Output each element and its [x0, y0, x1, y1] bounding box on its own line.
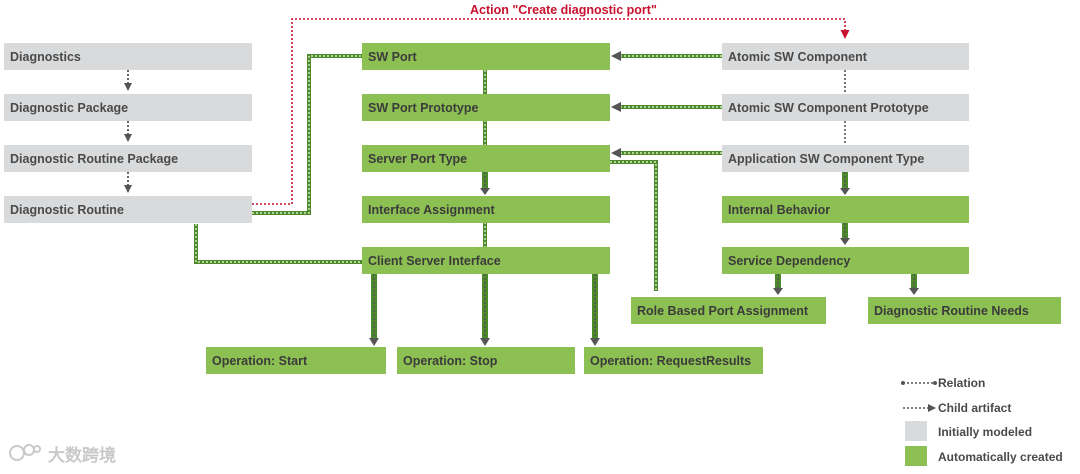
box-application-sw-component-type[interactable]: Application SW Component Type [722, 145, 969, 172]
legend-child-artifact-label: Child artifact [938, 401, 1012, 415]
legend-initially-modeled-swatch [905, 421, 927, 441]
box-interface-assignment[interactable]: Interface Assignment [362, 196, 610, 223]
legend-initially-modeled-label: Initially modeled [938, 425, 1033, 439]
box-server-port-type[interactable]: Server Port Type [362, 145, 610, 172]
green-child-arrows [369, 172, 919, 346]
box-diagnostic-routine-package[interactable]: Diagnostic Routine Package [4, 145, 252, 172]
action-connector [252, 18, 850, 205]
box-diagnostic-routine-needs[interactable]: Diagnostic Routine Needs [868, 297, 1061, 324]
box-diagnostics[interactable]: Diagnostics [4, 43, 252, 70]
box-service-dependency[interactable]: Service Dependency [722, 247, 969, 274]
action-label: Action "Create diagnostic port" [470, 3, 657, 17]
legend-relation-label: Relation [938, 376, 986, 390]
box-internal-behavior[interactable]: Internal Behavior [722, 196, 969, 223]
legend-lines [901, 381, 937, 412]
watermark: 大数跨境 [8, 440, 116, 466]
box-atomic-sw-component[interactable]: Atomic SW Component [722, 43, 969, 70]
box-role-based-port-assignment[interactable]: Role Based Port Assignment [631, 297, 826, 324]
box-diagnostic-routine[interactable]: Diagnostic Routine [4, 196, 252, 223]
legend-automatically-created-label: Automatically created [938, 450, 1063, 464]
box-operation-start[interactable]: Operation: Start [206, 347, 386, 374]
relation-lines [194, 54, 658, 291]
watermark-text: 大数跨境 [48, 445, 116, 465]
box-diagnostic-package[interactable]: Diagnostic Package [4, 94, 252, 121]
relation-arrows-right-to-middle [611, 51, 722, 158]
box-operation-stop[interactable]: Operation: Stop [397, 347, 575, 374]
box-client-server-interface[interactable]: Client Server Interface [362, 247, 610, 274]
box-sw-port-prototype[interactable]: SW Port Prototype [362, 94, 610, 121]
watermark-logo-icon [9, 444, 41, 461]
box-operation-request-results[interactable]: Operation: RequestResults [584, 347, 763, 374]
box-sw-port[interactable]: SW Port [362, 43, 610, 70]
box-atomic-sw-component-prototype[interactable]: Atomic SW Component Prototype [722, 94, 969, 121]
legend-automatically-created-swatch [905, 446, 927, 466]
